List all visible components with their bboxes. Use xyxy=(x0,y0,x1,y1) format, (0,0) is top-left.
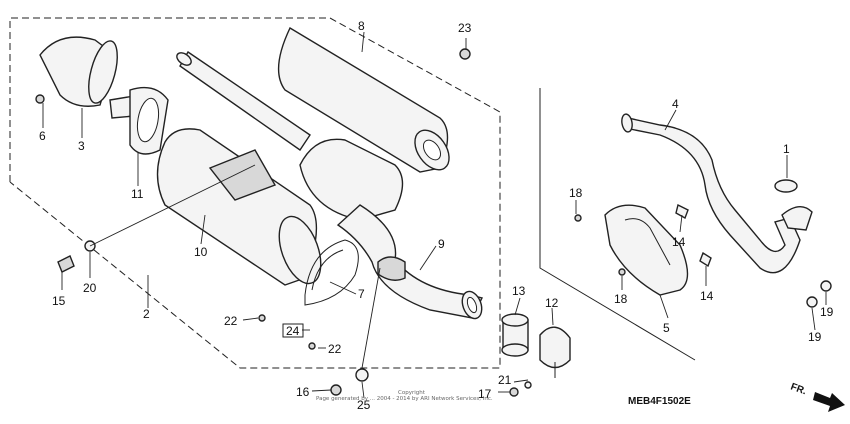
bolt-18-lower xyxy=(618,268,626,276)
copyright-line-1: Copyright xyxy=(398,390,426,396)
outlet-gasket xyxy=(109,86,169,155)
callout-3: 3 xyxy=(78,139,85,153)
end-cap xyxy=(39,36,118,107)
bolt-15 xyxy=(57,255,75,273)
callout-18-lower: 18 xyxy=(614,292,628,306)
silencer-body xyxy=(156,128,322,286)
callout-13: 13 xyxy=(512,284,526,298)
collar-19-lower xyxy=(806,296,818,308)
callout-24: 24 xyxy=(286,324,300,338)
bolt-6 xyxy=(35,94,45,104)
callout-23: 23 xyxy=(458,21,472,35)
callout-14-upper: 14 xyxy=(672,235,686,249)
nut-14-upper xyxy=(675,203,689,220)
callout-22-lower: 22 xyxy=(328,342,342,356)
callout-4: 4 xyxy=(672,97,679,111)
callout-21: 21 xyxy=(498,373,512,387)
callout-20: 20 xyxy=(83,281,97,295)
front-direction-arrow: FR. xyxy=(789,381,845,412)
bolt-16 xyxy=(330,384,342,396)
callout-12: 12 xyxy=(545,296,559,310)
callout-9: 9 xyxy=(438,237,445,251)
fasteners xyxy=(35,48,832,397)
band-clamp xyxy=(304,239,359,306)
callout-1: 1 xyxy=(783,142,790,156)
header-group-outline xyxy=(539,88,696,361)
callout-11: 11 xyxy=(131,187,144,201)
callout-8: 8 xyxy=(358,19,365,33)
part-24-box xyxy=(282,323,304,338)
washer-21 xyxy=(524,381,532,389)
washer-25 xyxy=(355,368,369,382)
direction-label: FR. xyxy=(789,381,808,397)
callout-18-upper: 18 xyxy=(569,186,583,200)
exhaust-mid-pipe xyxy=(299,138,484,320)
header-gasket xyxy=(774,179,798,193)
callout-6: 6 xyxy=(39,129,46,143)
callout-2: 2 xyxy=(143,307,150,321)
heat-guard xyxy=(604,204,689,296)
joint-sleeve xyxy=(501,313,529,357)
bolt-17 xyxy=(509,387,519,397)
callout-25: 25 xyxy=(357,398,371,412)
assembly-outline xyxy=(9,17,501,369)
bolt-22-upper xyxy=(258,314,266,322)
leader-lines xyxy=(42,31,827,399)
nut-23 xyxy=(459,48,471,60)
nut-14-lower xyxy=(699,251,712,268)
collar-19-upper xyxy=(820,280,832,292)
callout-19-lower: 19 xyxy=(808,330,822,344)
callout-17: 17 xyxy=(478,387,492,401)
callout-5: 5 xyxy=(663,321,670,335)
callout-14-lower: 14 xyxy=(700,289,714,303)
copyright-line-2: Page generated by ... 2004 - 2014 by ARI… xyxy=(316,396,493,402)
bolt-18-upper xyxy=(574,214,582,222)
callout-labels: 8 23 6 3 11 10 9 7 15 20 2 22 24 22 16 2… xyxy=(39,19,834,412)
callout-19-upper: 19 xyxy=(820,305,834,319)
callout-7: 7 xyxy=(358,287,365,301)
perforated-inner-pipe xyxy=(176,50,311,151)
exhaust-header-pipe xyxy=(621,113,813,274)
bolt-22-lower xyxy=(308,342,316,350)
callout-16: 16 xyxy=(296,385,310,399)
joint-clamp xyxy=(539,326,571,378)
callout-15: 15 xyxy=(52,294,66,308)
silencer-outer-tube xyxy=(277,27,450,173)
diagram-code: MEB4F1502E xyxy=(628,396,691,407)
callout-10: 10 xyxy=(194,245,208,259)
callout-22-upper: 22 xyxy=(224,314,238,328)
